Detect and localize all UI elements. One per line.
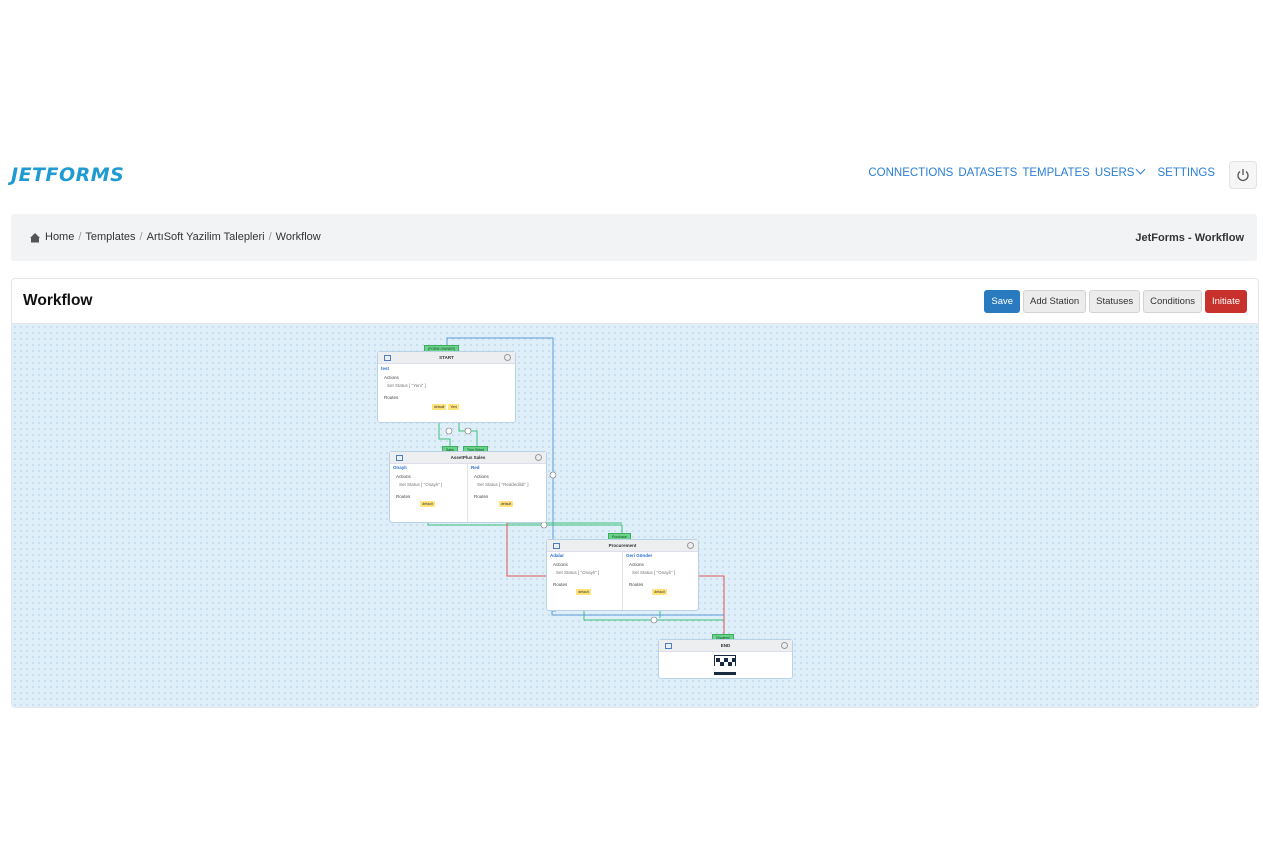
actions-label: Actions: [384, 375, 399, 380]
station-role: test: [381, 366, 390, 371]
end-station[interactable]: END: [658, 639, 793, 679]
jetforms-logo[interactable]: JETFORMS: [11, 164, 125, 186]
station-icon: [665, 643, 672, 649]
add-station-button[interactable]: Add Station: [1023, 290, 1087, 313]
actions-label: Actions: [474, 474, 489, 479]
breadcrumb-current: Workflow: [275, 231, 321, 243]
chevron-down-icon: [1136, 164, 1146, 175]
station-icon: [384, 355, 391, 361]
nav-datasets[interactable]: DATASETS: [958, 167, 1018, 179]
station-title: Procurement: [608, 543, 637, 548]
breadcrumb: Home / Templates / ArtıSoft Yazilim Tale…: [11, 214, 1257, 261]
station-title: END: [720, 643, 731, 648]
page-context-label: JetForms - Workflow: [1135, 232, 1244, 244]
workflow-card: Workflow Save Add Station Statuses Condi…: [11, 278, 1259, 708]
station-title: AssetPlus Sales: [450, 455, 486, 460]
nav-users-label: USERS: [1094, 167, 1135, 179]
card-header: Workflow Save Add Station Statuses Condi…: [12, 279, 1258, 324]
station-icon: [553, 543, 560, 549]
breadcrumb-home[interactable]: Home: [45, 231, 75, 243]
power-button[interactable]: [1229, 161, 1257, 189]
breadcrumb-separator: /: [139, 231, 143, 243]
action-item: Set Status [ "Onaylı" ]: [632, 570, 676, 575]
routes-label: Routes: [629, 582, 644, 587]
actions-label: Actions: [629, 562, 644, 567]
collapse-icon[interactable]: [687, 542, 694, 549]
statuses-button[interactable]: Statuses: [1089, 290, 1141, 313]
route-yeni[interactable]: Yeni: [448, 404, 460, 410]
nav-connections[interactable]: CONNECTIONS: [868, 167, 954, 179]
save-button[interactable]: Save: [984, 290, 1021, 313]
connector-lines: [427, 337, 725, 634]
station-role: Onaylı: [393, 465, 407, 470]
action-item: Set Status [ "Yeni" ]: [387, 383, 426, 388]
station-role: Red: [471, 465, 480, 470]
action-item: Set Status [ "Reddedildi" ]: [477, 482, 529, 487]
nav-templates[interactable]: TEMPLATES: [1022, 167, 1090, 179]
breadcrumb-template-name[interactable]: ArtıSoft Yazilim Talepleri: [146, 231, 265, 243]
power-icon: [1237, 169, 1249, 182]
routes-label: Routes: [384, 395, 399, 400]
nav-settings[interactable]: SETTINGS: [1157, 167, 1215, 179]
route-default[interactable]: default: [498, 501, 514, 507]
breadcrumb-templates[interactable]: Templates: [85, 231, 136, 243]
start-station[interactable]: START test Actions Set Status [ "Yeni" ]…: [377, 351, 516, 423]
actions-label: Actions: [396, 474, 411, 479]
top-nav: CONNECTIONS DATASETS TEMPLATES USERS SET…: [868, 164, 1215, 179]
station-role: Adalar: [550, 553, 565, 558]
routes-label: Routes: [474, 494, 489, 499]
route-default[interactable]: default: [652, 589, 667, 595]
action-item: Set Status [ "Onaylı" ]: [556, 570, 600, 575]
route-default[interactable]: default: [420, 501, 435, 507]
initiate-button[interactable]: Initiate: [1205, 290, 1247, 313]
collapse-icon[interactable]: [504, 354, 511, 361]
route-default[interactable]: default: [576, 589, 591, 595]
station-icon: [396, 455, 403, 461]
procurement-station[interactable]: Procurement Adalar Actions Set Status [ …: [546, 539, 699, 611]
home-icon: [30, 232, 40, 242]
routes-label: Routes: [396, 494, 411, 499]
route-default[interactable]: default: [431, 404, 447, 410]
page-title: Workflow: [23, 292, 93, 309]
actions-label: Actions: [553, 562, 568, 567]
collapse-icon[interactable]: [781, 642, 788, 649]
nav-users[interactable]: USERS: [1094, 164, 1146, 179]
station-title: START: [439, 355, 454, 360]
workflow-canvas[interactable]: (FORM OWNER) START test Actions Set Stat…: [12, 324, 1258, 707]
collapse-icon[interactable]: [535, 454, 542, 461]
finish-flag-icon: [714, 655, 736, 675]
action-item: Set Status [ "Onaylı" ]: [399, 482, 443, 487]
conditions-button[interactable]: Conditions: [1143, 290, 1202, 313]
station-role: Geri Gönder: [626, 553, 653, 558]
routes-label: Routes: [553, 582, 568, 587]
sales-station[interactable]: AssetPlus Sales Onaylı Actions Set Statu…: [389, 451, 547, 523]
breadcrumb-separator: /: [268, 231, 272, 243]
breadcrumb-separator: /: [78, 231, 82, 243]
